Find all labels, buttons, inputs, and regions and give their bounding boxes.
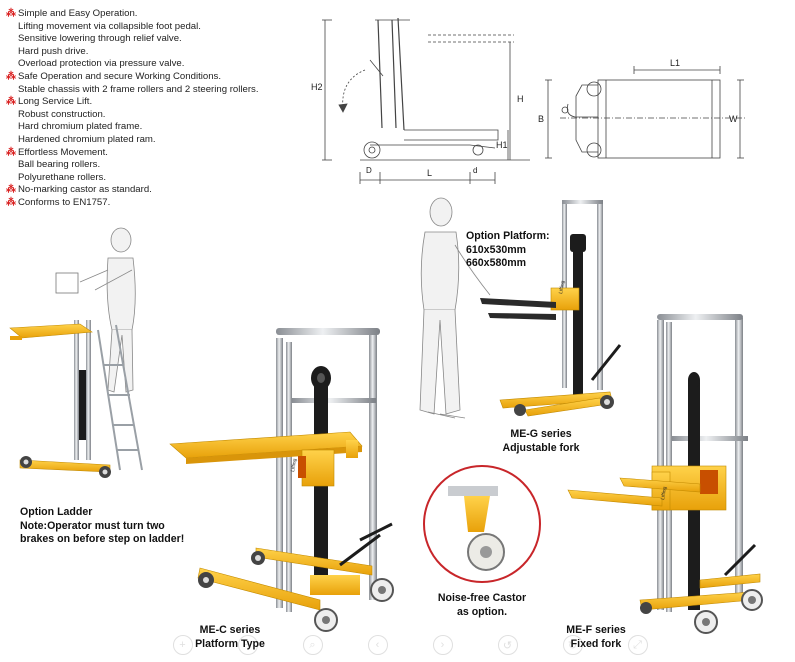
option-ladder-note-2: brakes on before step on ladder!	[20, 533, 185, 545]
viewer-toolbar: + − ⌕ ‹ › ↺ ↻ ⤢	[150, 632, 670, 658]
castor-note: as option.	[456, 605, 508, 618]
me-c-illustration	[169, 328, 394, 632]
me-f-illustration	[567, 314, 763, 634]
feature-heading-text: No-marking castor as standard.	[18, 184, 152, 196]
fullscreen-icon[interactable]: ⤢	[627, 635, 648, 655]
dim-h: H	[517, 94, 524, 104]
dim-l: L	[427, 168, 432, 178]
dim-h2: H2	[311, 82, 323, 92]
option-ladder-note-1: Note:Operator must turn two	[20, 519, 165, 532]
dim-w: W	[729, 114, 738, 124]
me-g-caption: ME-G series Adjustable fork	[486, 428, 596, 455]
feature-heading: ⁂No-marking castor as standard.	[6, 184, 306, 197]
feature-detail: Robust construction.	[18, 108, 106, 120]
feature-heading-text: Simple and Easy Operation.	[18, 8, 138, 19]
search-icon[interactable]: ⌕	[302, 635, 323, 655]
me-f-type: Fixed fork	[570, 637, 622, 650]
side-dimension-drawing	[322, 17, 530, 184]
me-g-type: Adjustable fork	[502, 441, 580, 454]
castor-title: Noise-free Castor	[437, 592, 527, 604]
feature-detail: Ball bearing rollers.	[18, 159, 101, 171]
bullet-icon: ⁂	[6, 146, 16, 158]
top-dimension-drawing	[545, 66, 745, 159]
feature-detail: Polyurethane rollers.	[18, 171, 106, 183]
feature-detail: Hard chromium plated frame.	[18, 121, 143, 133]
feature-heading: ⁂Safe Operation and secure Working Condi…	[6, 71, 306, 84]
rotate-right-icon[interactable]: ↻	[562, 635, 583, 655]
bullet-icon: ⁂	[6, 196, 16, 208]
feature-detail: Stable chassis with 2 frame rollers and …	[18, 83, 259, 95]
feature-detail: Sensitive lowering through relief valve.	[18, 33, 182, 45]
feature-list: ⁂Simple and Easy Operation.Lifting movem…	[6, 8, 306, 210]
feature-heading: ⁂Long Service Lift.	[6, 96, 306, 109]
feature-detail: Overload protection via pressure valve.	[18, 58, 185, 70]
castor-detail	[423, 465, 541, 583]
brand-label-mef: Lifting	[660, 486, 668, 500]
brand-label-meg: Lifting	[558, 280, 566, 294]
dim-l1: L1	[670, 58, 680, 68]
feature-heading: ⁂Simple and Easy Operation.	[6, 8, 306, 21]
option-platform-size-1: 610x530mm	[466, 243, 527, 256]
dim-h1: H1	[496, 140, 508, 150]
option-platform-caption: Option Platform: 610x530mm 660x580mm	[466, 230, 550, 271]
feature-heading: ⁂Effortless Movement.	[6, 147, 306, 160]
rotate-left-icon[interactable]: ↺	[497, 635, 518, 655]
bullet-icon: ⁂	[6, 96, 16, 108]
castor-caption: Noise-free Castor as option.	[426, 592, 538, 619]
bullet-icon: ⁂	[6, 184, 16, 196]
feature-heading-text: Conforms to EN1757.	[18, 196, 111, 208]
feature-detail: Hardened chromium plated ram.	[18, 133, 156, 145]
bullet-icon: ⁂	[6, 8, 16, 19]
option-ladder-title: Option Ladder	[20, 506, 93, 518]
dim-d-small: d	[473, 166, 477, 175]
me-g-series: ME-G series	[510, 428, 572, 440]
feature-heading-text: Long Service Lift.	[18, 96, 93, 108]
me-f-caption: ME-F series Fixed fork	[546, 624, 646, 651]
zoom-out-icon[interactable]: −	[237, 635, 258, 655]
feature-heading-text: Safe Operation and secure Working Condit…	[18, 70, 222, 82]
me-f-series: ME-F series	[566, 624, 626, 636]
zoom-in-icon[interactable]: +	[172, 635, 193, 655]
brand-label-mec: Lifting	[290, 458, 298, 472]
feature-heading: ⁂Conforms to EN1757.	[6, 197, 306, 210]
option-ladder-caption: Option Ladder Note:Operator must turn tw…	[20, 506, 184, 547]
option-platform-size-2: 660x580mm	[466, 257, 527, 269]
option-platform-title: Option Platform:	[466, 230, 550, 242]
bullet-icon: ⁂	[6, 70, 16, 82]
me-c-series: ME-C series	[199, 624, 261, 636]
me-g-illustration	[419, 197, 622, 419]
previous-icon[interactable]: ‹	[367, 635, 388, 655]
ladder-option-illustration	[9, 227, 143, 478]
feature-heading-text: Effortless Movement.	[18, 146, 108, 158]
dim-b: B	[538, 114, 544, 124]
next-icon[interactable]: ›	[432, 635, 453, 655]
feature-detail: Lifting movement via collapsible foot pe…	[18, 20, 201, 32]
dim-d: D	[366, 166, 372, 175]
feature-detail: Hard push drive.	[18, 45, 89, 57]
